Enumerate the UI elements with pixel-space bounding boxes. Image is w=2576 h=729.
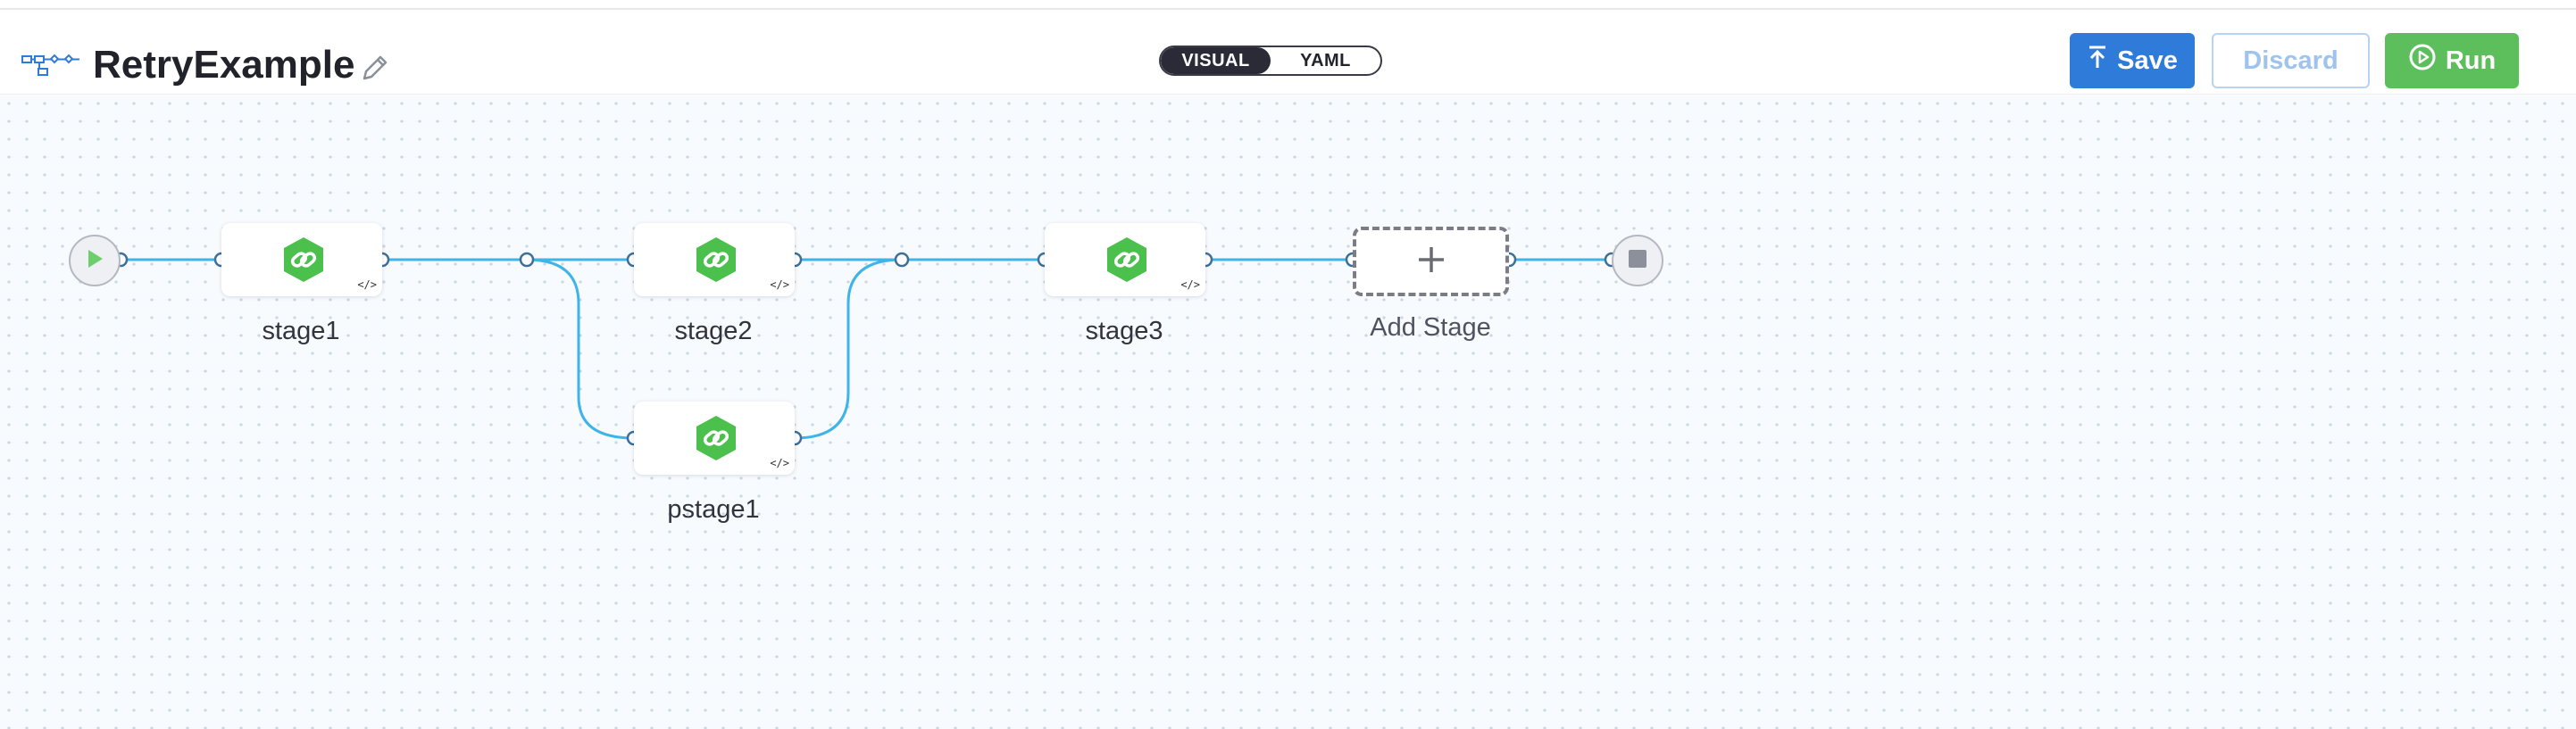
- stage-label: pstage1: [667, 495, 760, 524]
- discard-button[interactable]: Discard: [2212, 33, 2370, 88]
- tab-visual[interactable]: VISUAL: [1161, 47, 1271, 74]
- stage-label: stage3: [1085, 317, 1163, 345]
- link-hexagon-icon: [281, 236, 326, 288]
- pipeline-start-node: [69, 235, 121, 286]
- stage-node-stage3[interactable]: </>: [1045, 223, 1205, 296]
- top-border: [0, 0, 2576, 10]
- tab-yaml[interactable]: YAML: [1300, 50, 1351, 70]
- stop-icon: [1629, 249, 1646, 272]
- stage-node-pstage1[interactable]: </>: [634, 402, 795, 475]
- view-toggle[interactable]: VISUAL YAML: [1159, 46, 1382, 76]
- pipeline-title: RetryExample: [93, 43, 355, 87]
- link-hexagon-icon: [694, 414, 738, 467]
- pipeline-end-node: [1612, 235, 1663, 286]
- code-icon[interactable]: </>: [1180, 278, 1200, 291]
- upload-arrow-icon: [2087, 45, 2117, 77]
- link-hexagon-icon: [694, 236, 738, 288]
- stage-node-stage1[interactable]: </>: [221, 223, 382, 296]
- link-hexagon-icon: [1105, 236, 1149, 288]
- add-stage-label: Add Stage: [1370, 313, 1491, 342]
- pipeline-header: RetryExample VISUAL YAML Save Discard: [0, 10, 2576, 95]
- code-icon[interactable]: </>: [770, 457, 789, 469]
- stage-label: stage1: [262, 317, 340, 345]
- save-button[interactable]: Save: [2070, 33, 2195, 88]
- play-icon: [85, 248, 104, 274]
- discard-label: Discard: [2243, 46, 2338, 75]
- stage-label: stage2: [674, 317, 753, 345]
- run-button[interactable]: Run: [2385, 33, 2519, 88]
- stage-node-stage2[interactable]: </>: [634, 223, 795, 296]
- add-stage-button[interactable]: [1353, 227, 1509, 296]
- pencil-icon[interactable]: [359, 52, 391, 88]
- code-icon[interactable]: </>: [770, 278, 789, 291]
- play-circle-icon: [2408, 43, 2446, 79]
- code-icon[interactable]: </>: [357, 278, 377, 291]
- pipeline-icon: [21, 51, 80, 82]
- run-label: Run: [2445, 46, 2497, 75]
- save-label: Save: [2117, 46, 2178, 75]
- pipeline-canvas[interactable]: [0, 95, 2576, 729]
- plus-icon: [1416, 244, 1446, 279]
